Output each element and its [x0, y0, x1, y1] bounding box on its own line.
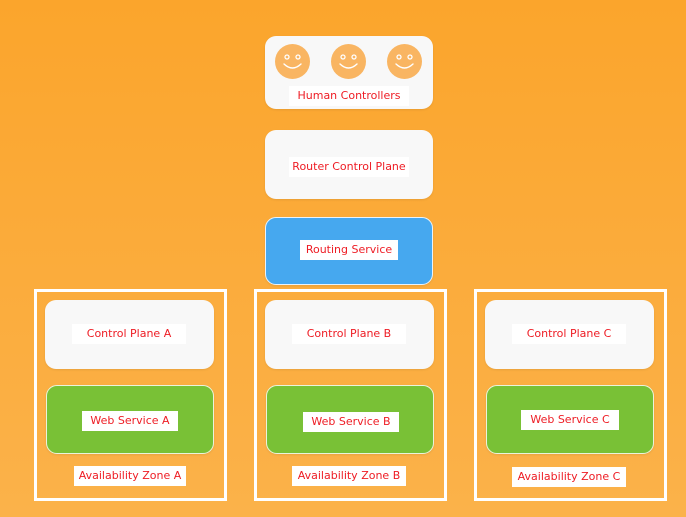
human-controllers-box: Human Controllers	[265, 36, 433, 109]
control-plane-b-label: Control Plane B	[292, 324, 406, 344]
human-controllers-label: Human Controllers	[289, 86, 409, 106]
availability-zone-a-label: Availability Zone A	[74, 466, 186, 486]
web-service-b-label: Web Service B	[303, 412, 399, 432]
web-service-b-box: Web Service B	[266, 385, 434, 454]
smiley-face-icon	[275, 44, 310, 79]
web-service-c-box: Web Service C	[486, 385, 654, 454]
control-plane-b-box: Control Plane B	[265, 300, 434, 369]
control-plane-c-label: Control Plane C	[512, 324, 626, 344]
web-service-c-label: Web Service C	[521, 410, 619, 430]
availability-zone-a: Control Plane A Web Service A Availabili…	[34, 289, 227, 501]
web-service-a-label: Web Service A	[82, 411, 178, 431]
availability-zone-c: Control Plane C Web Service C Availabili…	[474, 289, 667, 501]
routing-service-box: Routing Service	[265, 217, 433, 285]
web-service-a-box: Web Service A	[46, 385, 214, 454]
availability-zone-b: Control Plane B Web Service B Availabili…	[254, 289, 447, 501]
control-plane-a-label: Control Plane A	[72, 324, 186, 344]
router-control-plane-label: Router Control Plane	[289, 157, 409, 177]
control-plane-c-box: Control Plane C	[485, 300, 654, 369]
availability-zone-b-label: Availability Zone B	[292, 466, 406, 486]
routing-service-label: Routing Service	[300, 240, 398, 260]
smiley-face-icon	[387, 44, 422, 79]
router-control-plane-box: Router Control Plane	[265, 130, 433, 199]
availability-zone-c-label: Availability Zone C	[512, 467, 626, 487]
control-plane-a-box: Control Plane A	[45, 300, 214, 369]
smiley-face-icon	[331, 44, 366, 79]
